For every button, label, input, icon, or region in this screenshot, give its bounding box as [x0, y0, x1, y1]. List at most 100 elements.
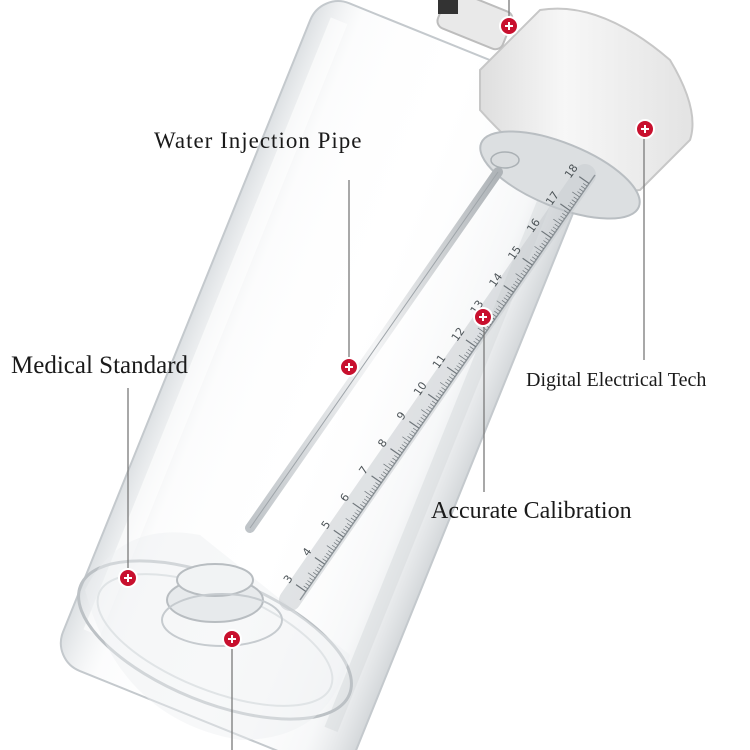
scale-tick — [511, 286, 516, 290]
scale-tick — [371, 475, 382, 484]
scale-tick — [543, 240, 548, 244]
scale-tick — [531, 256, 537, 260]
scale-tick — [496, 308, 501, 312]
scale-tick — [560, 215, 565, 220]
scale-tick — [426, 408, 431, 413]
scale-tick — [305, 582, 310, 587]
label-accurate-calibration: Accurate Calibration — [431, 498, 632, 524]
scale-tick — [479, 332, 484, 337]
scale-tick — [465, 339, 477, 348]
scale-tick — [429, 403, 435, 407]
scale-tick — [562, 213, 567, 217]
scale-tick — [446, 366, 458, 375]
scale-tick — [534, 246, 543, 252]
scale-tick — [360, 504, 365, 508]
scale-tick — [388, 463, 393, 467]
scale-tick — [513, 283, 518, 288]
bottom-valve — [161, 563, 283, 647]
scale-tick — [363, 498, 369, 503]
label-digital-electrical-tech: Digital Electrical Tech — [526, 369, 707, 391]
scale-tick — [541, 230, 552, 239]
scale-tick — [475, 338, 480, 342]
marker-medical[interactable] — [118, 568, 138, 588]
scale-tick — [458, 354, 467, 361]
scale-tick — [394, 455, 399, 459]
scale-tick — [463, 354, 469, 358]
marker-top-cap[interactable] — [499, 16, 519, 36]
scale-tick — [535, 251, 541, 255]
scale-tick — [494, 310, 499, 315]
scale-tick — [345, 518, 354, 524]
scale-tick — [569, 202, 575, 206]
scale-tick — [465, 351, 471, 356]
scale-tick — [503, 284, 514, 293]
scale-tick — [545, 237, 550, 241]
scale-tick — [333, 542, 339, 546]
scale-tick — [558, 218, 563, 222]
scale-tick — [312, 572, 318, 576]
scale-tick — [390, 460, 395, 464]
scale-tick — [382, 471, 388, 475]
scale-tick — [416, 422, 422, 426]
scale-tick — [577, 191, 582, 195]
scale-tick — [516, 278, 522, 282]
scale-tick — [564, 210, 569, 214]
scale-tick — [522, 270, 527, 274]
scale-tick — [581, 185, 586, 190]
marker-bottom-valve[interactable] — [222, 629, 242, 649]
scale-tick — [501, 300, 507, 304]
scale-tick — [515, 273, 524, 279]
scale-tick — [401, 444, 407, 448]
scale-tick — [524, 267, 529, 271]
scale-tick — [307, 580, 312, 584]
scale-tick — [402, 436, 410, 443]
scale-tick — [362, 501, 367, 505]
scale-tick — [399, 446, 405, 451]
scale-tick — [314, 569, 320, 573]
marker-water-pipe[interactable] — [339, 357, 359, 377]
scale-tick — [365, 495, 371, 500]
scale-tick — [352, 502, 363, 511]
scale-tick — [553, 218, 561, 225]
water-injection-pipe — [245, 151, 520, 533]
scale-tick — [456, 365, 461, 369]
scale-tick — [477, 335, 482, 339]
scale-tick — [333, 529, 345, 538]
scale-tick — [539, 245, 544, 250]
scale-tick — [421, 409, 429, 415]
scale-tick — [307, 572, 316, 579]
scale-tick — [427, 393, 439, 402]
scale-tick — [383, 463, 392, 470]
scale-tick — [422, 414, 427, 418]
scale-tick — [346, 523, 352, 527]
scale-tick — [431, 400, 437, 405]
marker-calibration[interactable] — [473, 307, 493, 327]
scale-tick — [505, 294, 511, 299]
scale-tick — [467, 349, 473, 353]
scale-tick — [548, 232, 554, 236]
scale-tick — [411, 430, 416, 435]
scale-tick — [384, 468, 390, 473]
scale-tick — [322, 558, 327, 562]
scale-tick — [375, 482, 380, 486]
scale-tick — [454, 368, 460, 372]
scale-tick — [369, 490, 375, 494]
scale-tick — [578, 176, 590, 184]
scale-tick — [550, 229, 556, 233]
scale-tick — [522, 257, 533, 266]
scale-tick — [316, 566, 322, 571]
scale-tick — [309, 577, 314, 581]
scale-tick — [392, 457, 397, 462]
scale-tick — [526, 264, 531, 269]
scale-tick — [314, 556, 326, 565]
scale-tick — [295, 584, 307, 592]
scale-tick — [554, 223, 560, 228]
marker-digital-tech[interactable] — [635, 119, 655, 139]
scale-tick — [450, 373, 456, 377]
scale-tick — [439, 382, 448, 388]
scale-tick — [448, 376, 454, 380]
scale-tick — [437, 392, 443, 396]
scale-tick — [492, 313, 497, 318]
scale-tick — [328, 550, 333, 554]
scale-tick — [567, 204, 573, 209]
